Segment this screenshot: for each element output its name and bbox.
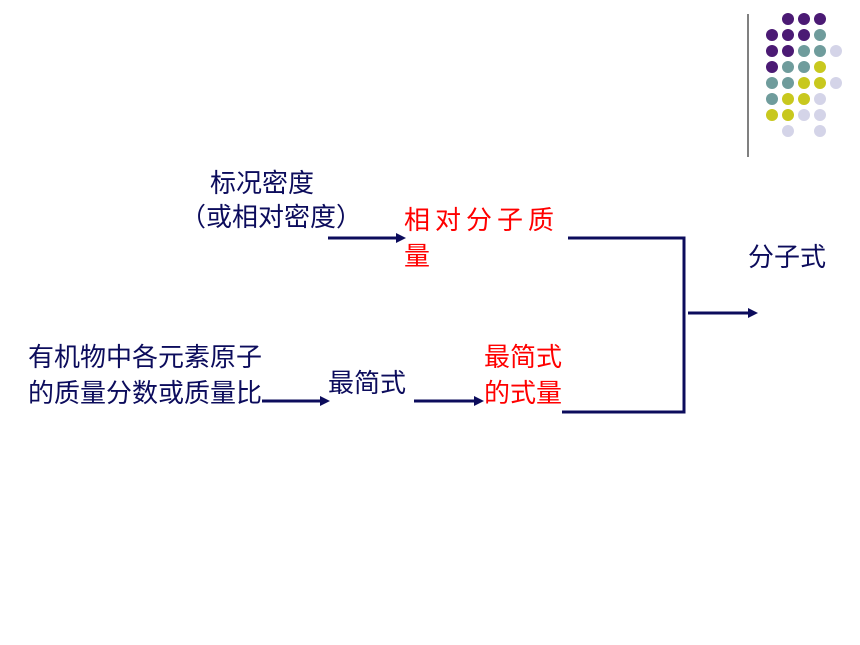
decorative-dot <box>814 109 826 121</box>
decorative-dot <box>766 45 778 57</box>
decorative-dot <box>782 61 794 73</box>
decorative-dot <box>782 93 794 105</box>
decorative-dot <box>814 45 826 57</box>
decorative-dot <box>766 93 778 105</box>
decorative-dot <box>782 109 794 121</box>
decorative-dot <box>814 13 826 25</box>
composition-label: 有机物中各元素原子的质量分数或质量比 <box>28 343 263 409</box>
decorative-dot <box>766 29 778 41</box>
decorative-dot <box>782 13 794 25</box>
arrowhead-4 <box>748 308 758 318</box>
empirical-formula-label: 最简式 <box>328 369 407 399</box>
flow-arrows <box>262 233 758 414</box>
bracket-connector <box>562 236 686 414</box>
decorative-dot <box>782 45 794 57</box>
density-label: 标况密度 <box>210 169 315 199</box>
decorative-dot <box>830 45 842 57</box>
decorative-dot <box>814 77 826 89</box>
decorative-dot <box>782 77 794 89</box>
decorative-dot <box>798 77 810 89</box>
empirical-formula-mass-label: 最简式的式量 <box>484 343 563 409</box>
arrowhead-3 <box>474 396 484 406</box>
arrowhead-2 <box>320 396 330 406</box>
relative-density-label: （或相对密度） <box>180 203 363 233</box>
decorative-dot <box>798 61 810 73</box>
decorative-dot <box>798 45 810 57</box>
decorative-dot <box>766 61 778 73</box>
decorative-dot <box>798 93 810 105</box>
decorative-dot <box>782 29 794 41</box>
arrowhead-1 <box>396 233 406 243</box>
relative-molecular-mass-label: 相对分子质量 <box>404 206 560 272</box>
decorative-dot <box>798 29 810 41</box>
molecular-formula-label: 分子式 <box>748 243 827 273</box>
decorative-dot <box>814 61 826 73</box>
decorative-dot <box>814 29 826 41</box>
decorative-dot <box>766 109 778 121</box>
decorative-dot <box>814 125 826 137</box>
decorative-dot <box>766 77 778 89</box>
decorative-dot <box>830 77 842 89</box>
decorative-dot <box>798 109 810 121</box>
dot-grid <box>766 13 842 137</box>
decorative-dot <box>798 13 810 25</box>
decorative-dot <box>814 93 826 105</box>
decorative-dot <box>782 125 794 137</box>
